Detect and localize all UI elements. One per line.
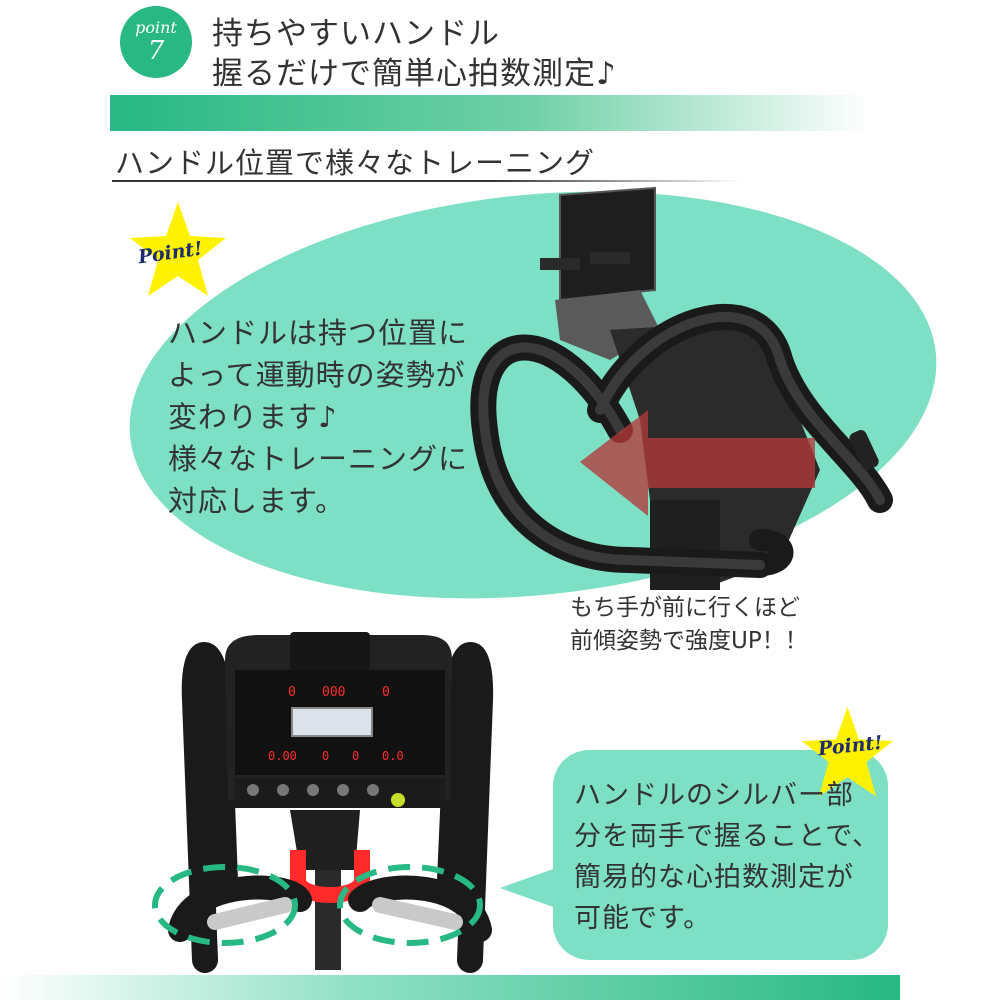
star-icon (130, 202, 226, 296)
note-line: 前傾姿勢で強度UP！！ (570, 628, 808, 654)
intensity-note: もち手が前に行くほど 前傾姿勢で強度UP！！ (570, 592, 808, 658)
note-line: もち手が前に行くほど (570, 595, 800, 621)
readout-bottom-2: 0 (322, 749, 329, 763)
headline-line1: 持ちやすいハンドル (212, 16, 500, 52)
callout1-line: ハンドルは持つ位置に (168, 316, 469, 350)
bubble-tail (500, 868, 556, 908)
callout1-line: 対応します。 (168, 484, 346, 518)
callout1-line: よって運動時の姿勢が (168, 358, 466, 392)
callout1-text: ハンドルは持つ位置に よって運動時の姿勢が 変わります♪ 様々なトレーニングに … (168, 312, 468, 522)
star-icon (801, 706, 894, 797)
side-handle-icon (181, 642, 494, 973)
readout-top-2: 000 (322, 685, 345, 700)
grip-highlight-right (337, 864, 483, 946)
callout2-text: ハンドルのシルバー部 分を両手で握ることで、 簡易的な心拍数測定が 可能です。 (574, 775, 880, 939)
header-green-bar (110, 95, 870, 131)
footer-green-bar (0, 975, 900, 1000)
point-badge: point 7 (120, 6, 192, 78)
readout-bottom-4: 0.0 (382, 749, 404, 763)
callout1-line: 変わります♪ (168, 400, 338, 434)
badge-word: point (135, 18, 177, 37)
callout2-line: 可能です。 (574, 903, 712, 934)
handlebar-icon (470, 304, 893, 578)
badge-number: 7 (147, 36, 165, 66)
readout-bottom-3: 0 (352, 749, 359, 763)
callout2-line: 分を両手で握ることで、 (574, 821, 881, 852)
grip-highlight-left (152, 864, 298, 946)
readout-top-3: 0 (382, 685, 390, 700)
callout2-line: ハンドルのシルバー部 (574, 780, 854, 811)
silver-grip-icon (168, 875, 492, 942)
section-underline (112, 180, 742, 182)
readout-top-1: 0 (288, 685, 296, 700)
readout-bottom-1: 0.00 (268, 749, 297, 763)
section-title: ハンドル位置で様々なトレーニング (115, 146, 596, 180)
callout1-line: 様々なトレーニングに (168, 442, 469, 476)
forward-arrow-icon (580, 410, 815, 516)
callout2-line: 簡易的な心拍数測定が (574, 862, 854, 893)
headline-line2: 握るだけで簡単心拍数測定♪ (212, 56, 617, 92)
